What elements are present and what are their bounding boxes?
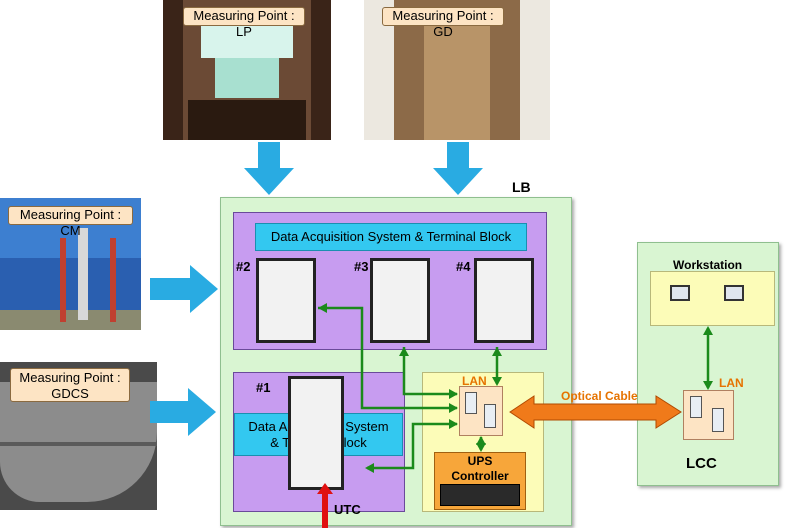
arrowhead-ups-down bbox=[476, 443, 486, 452]
label-measuring-point-cm: Measuring Point : CM bbox=[8, 206, 133, 238]
arrowhead-switch-c bbox=[449, 419, 458, 429]
blue-arrow-gdcs bbox=[150, 388, 216, 436]
lb-lan-label: LAN bbox=[462, 374, 487, 388]
arrowhead-ups-up bbox=[476, 436, 486, 445]
lcc-switch-device-2 bbox=[712, 408, 724, 432]
workstation-title: Workstation bbox=[673, 258, 743, 272]
arrowhead-switch-a bbox=[449, 389, 458, 399]
optical-cable-arrow bbox=[509, 395, 682, 429]
label-measuring-point-gdcs: Measuring Point : GDCS bbox=[10, 368, 130, 402]
label-gdcs-line2: GDCS bbox=[51, 386, 89, 401]
arrowhead-cab4-up bbox=[492, 347, 502, 356]
label-measuring-point-lp: Measuring Point : LP bbox=[183, 7, 305, 39]
cabinet-3 bbox=[370, 258, 430, 343]
label-gdcs-line1: Measuring Point : bbox=[19, 370, 121, 385]
computer-icon-2 bbox=[724, 285, 744, 301]
computer-icon-1 bbox=[670, 285, 690, 301]
link-cab2-switch bbox=[318, 306, 457, 410]
cabinet-4 bbox=[474, 258, 534, 343]
blue-arrow-cm bbox=[150, 265, 218, 313]
arrowhead-switch-b bbox=[449, 403, 458, 413]
lb-title: LB bbox=[512, 179, 531, 195]
utc-arrow bbox=[317, 483, 333, 528]
cabinet-2 bbox=[256, 258, 316, 343]
ups-line2: Controller bbox=[451, 469, 509, 483]
cabinet-2-number: #2 bbox=[236, 259, 251, 274]
blue-arrow-gd bbox=[433, 142, 483, 195]
arrowhead-cab1 bbox=[365, 463, 374, 473]
arrowhead-cab3 bbox=[399, 347, 409, 356]
arrowhead-ws-down bbox=[703, 381, 713, 390]
blue-arrow-lp bbox=[244, 142, 294, 195]
arrowhead-cab2 bbox=[318, 303, 327, 313]
lb-switch-device-1 bbox=[465, 392, 477, 414]
ups-line1: UPS bbox=[467, 454, 493, 468]
link-cab1-switch bbox=[367, 422, 457, 470]
lcc-title: LCC bbox=[686, 455, 717, 472]
ups-label: UPS Controller bbox=[434, 454, 526, 484]
arrowhead-ws-up bbox=[703, 326, 713, 335]
daq-top-label: Data Acquisition System & Terminal Block bbox=[255, 223, 527, 251]
optical-cable-label: Optical Cable bbox=[561, 389, 638, 403]
cabinet-3-number: #3 bbox=[354, 259, 369, 274]
label-measuring-point-gd: Measuring Point : GD bbox=[382, 7, 504, 39]
cabinet-1 bbox=[288, 376, 344, 490]
lb-switch-device-2 bbox=[484, 404, 496, 428]
lcc-switch-device-1 bbox=[690, 396, 702, 418]
cabinet-1-number: #1 bbox=[256, 380, 271, 395]
cabinet-4-number: #4 bbox=[456, 259, 471, 274]
link-cab3-switch bbox=[402, 347, 457, 396]
arrowhead-cab4-down bbox=[492, 377, 502, 386]
utc-label: UTC bbox=[334, 502, 361, 517]
lcc-lan-label: LAN bbox=[719, 376, 744, 390]
ups-unit bbox=[440, 484, 520, 506]
